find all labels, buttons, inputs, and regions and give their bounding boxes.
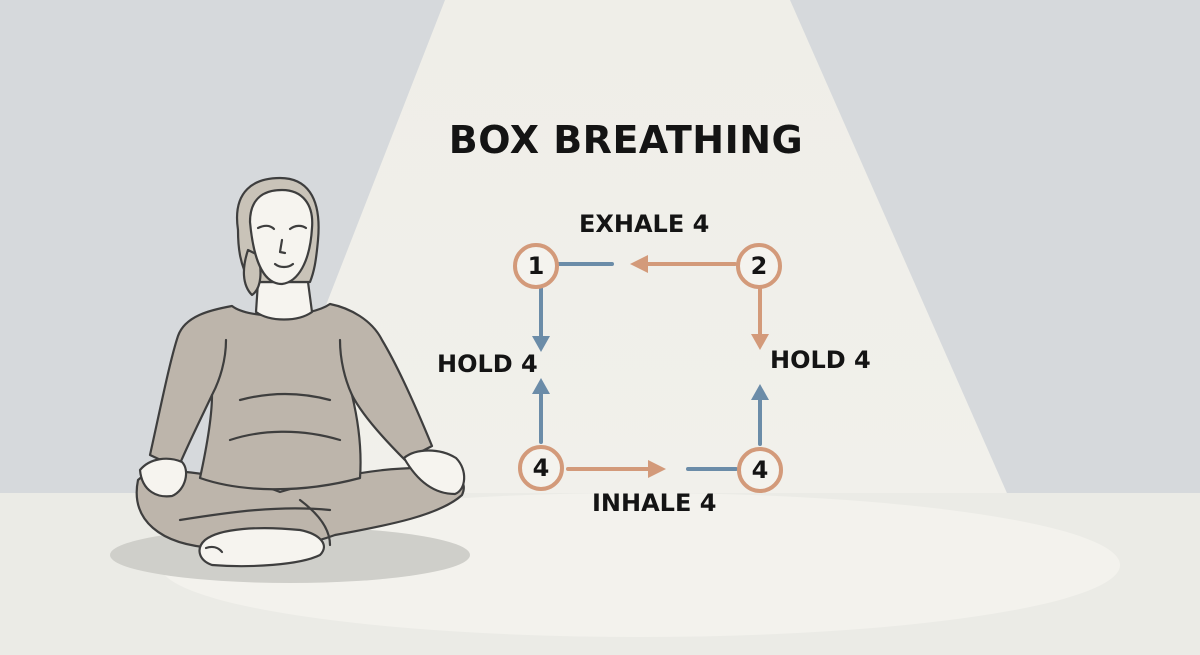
hold-left-label: HOLD 4 <box>437 350 538 378</box>
node-bottom-left: 4 <box>518 445 564 491</box>
floor-spotlight <box>160 493 1120 637</box>
diagram-title: BOX BREATHING <box>448 118 804 162</box>
hold-right-label: HOLD 4 <box>770 346 871 374</box>
hold-left-arrowhead-up <box>532 378 550 394</box>
exhale-arrowhead <box>630 255 648 273</box>
exhale-label: EXHALE 4 <box>579 210 710 238</box>
box-breathing-diagram <box>532 255 769 478</box>
hold-right-arrowhead-up <box>751 384 769 400</box>
spotlight-beam <box>250 0 1010 500</box>
inhale-arrowhead <box>648 460 666 478</box>
node-bottom-right: 4 <box>737 447 783 493</box>
hold-left-arrowhead-down <box>532 336 550 352</box>
inhale-label: INHALE 4 <box>592 489 717 517</box>
node-top-left: 1 <box>513 243 559 289</box>
meditating-person-illustration <box>135 176 466 568</box>
node-top-right: 2 <box>736 243 782 289</box>
hold-right-arrowhead-down <box>751 334 769 350</box>
